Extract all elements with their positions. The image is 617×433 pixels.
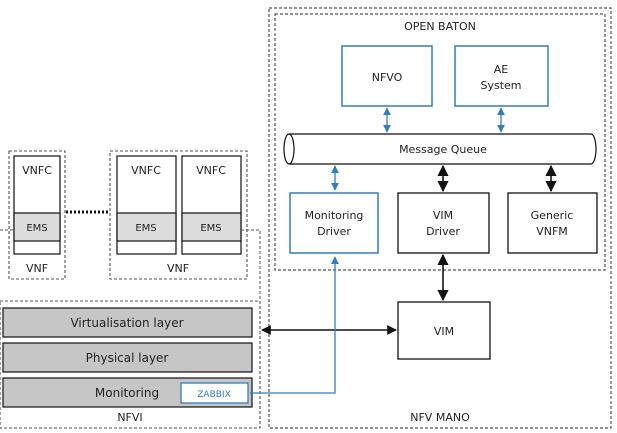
zabbix-label: ZABBIX (197, 390, 231, 400)
nfv-mano-container (268, 7, 612, 429)
monitoring-layer-label: Monitoring (95, 386, 159, 400)
ems-left-box (13, 212, 61, 242)
vim-label: VIM (434, 325, 454, 338)
nfv-mano-label: NFV MANO (410, 411, 470, 424)
ems-right-1-box (116, 212, 177, 242)
open-baton-title: OPEN BATON (404, 20, 476, 33)
vnf-right-container (109, 150, 248, 280)
message-queue-cylinder (283, 133, 597, 165)
vim-driver-line2: Driver (426, 225, 460, 238)
ae-label-line1: AE (494, 63, 509, 76)
nfvi-label: NFVI (117, 411, 142, 424)
ems-right-2-label: EMS (200, 223, 221, 234)
ems-right-2-box (181, 212, 242, 242)
vnfc-left-label: VNFC (22, 164, 52, 177)
vnf-right-label: VNF (167, 262, 189, 275)
ems-right-1-label: EMS (135, 223, 156, 234)
monitoring-driver-line2: Driver (317, 225, 351, 238)
physical-layer-box (2, 342, 253, 373)
message-queue-label: Message Queue (399, 143, 487, 156)
vim-box (397, 301, 491, 360)
generic-vnfm-line1: Generic (531, 209, 574, 222)
vnfc-right-1-label: VNFC (131, 164, 161, 177)
zabbix-monitoring-driver-link (250, 256, 339, 394)
ems-left-label: EMS (26, 223, 47, 234)
ae-label-line2: System (480, 79, 521, 92)
physical-layer-label: Physical layer (86, 351, 169, 365)
vnf-left-container (8, 150, 66, 280)
nfvo-box (341, 45, 433, 107)
vim-driver-line1: VIM (433, 209, 453, 222)
nfvi-container (0, 300, 261, 429)
message-queue-cylinder-cap (288, 133, 295, 165)
ems-nfvi-dashed-line (241, 229, 261, 301)
ae-system-box (454, 45, 549, 107)
zabbix-box (180, 382, 249, 404)
vnfc-right-2-label: VNFC (196, 164, 226, 177)
nfvo-label: NFVO (372, 71, 403, 84)
generic-vnfm-line2: VNFM (536, 225, 568, 238)
monitoring-driver-box (289, 192, 379, 254)
generic-vnfm-box (507, 192, 598, 254)
virtualisation-layer-label: Virtualisation layer (70, 316, 183, 330)
vnf-left-label: VNF (26, 262, 48, 275)
vim-driver-box (397, 192, 490, 254)
monitoring-driver-line1: Monitoring (305, 209, 364, 222)
virtualisation-layer-box (2, 307, 253, 338)
